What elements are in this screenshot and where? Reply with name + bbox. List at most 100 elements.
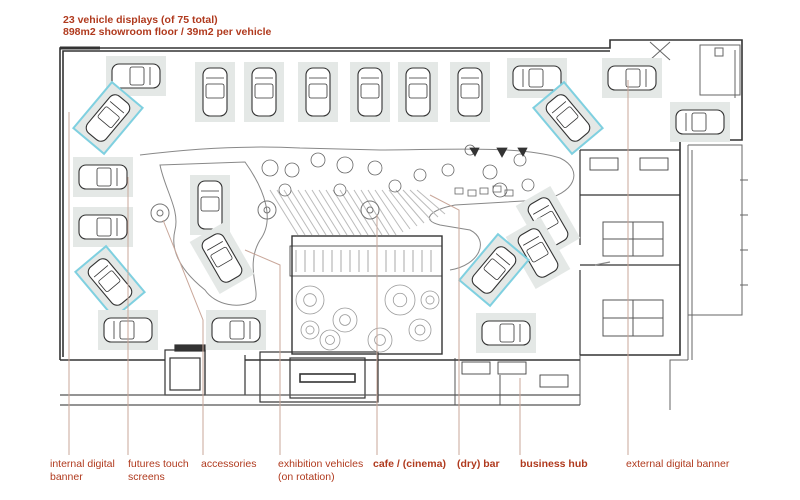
- vehicle-display: [298, 62, 338, 122]
- car-body: [471, 246, 517, 294]
- tree-core: [325, 335, 335, 345]
- hatch-line: [395, 189, 425, 224]
- tree-core: [374, 334, 386, 346]
- vehicle-count-text: 23 vehicle displays (of 75 total): [63, 14, 218, 26]
- seat: [336, 156, 354, 174]
- cafe-table: [517, 147, 528, 157]
- vehicle-display: [106, 56, 166, 96]
- hatch-line: [416, 189, 446, 215]
- summary-header: 23 vehicle displays (of 75 total) 898m2 …: [63, 14, 271, 38]
- vehicle-display: [71, 80, 145, 156]
- tree-core: [305, 325, 315, 335]
- bar-stool: [467, 189, 477, 197]
- tree-core: [392, 292, 408, 308]
- car-cabin: [625, 68, 641, 88]
- tree-core: [425, 295, 435, 305]
- vehicle-display: [244, 62, 284, 122]
- car-cabin: [96, 167, 112, 187]
- car-cabin: [408, 83, 428, 99]
- car-body: [675, 109, 725, 135]
- seat: [388, 179, 402, 193]
- tree: [319, 329, 341, 351]
- leader-line: [162, 219, 204, 455]
- seat: [367, 160, 383, 176]
- vehicle-display: [531, 80, 605, 156]
- tree: [295, 285, 325, 315]
- vehicle-display: [73, 244, 147, 320]
- car-body: [305, 67, 331, 117]
- hatch-line: [332, 189, 362, 236]
- vehicle-display: [515, 186, 581, 258]
- vehicle-display: [350, 62, 390, 122]
- exhibition-platform: [139, 146, 575, 306]
- car-cabin: [360, 83, 380, 99]
- car-body: [357, 67, 383, 117]
- leader-line: [244, 249, 281, 455]
- car-cabin: [200, 196, 220, 212]
- car-cabin: [210, 246, 233, 268]
- hatch-line: [381, 189, 411, 230]
- car-body: [481, 320, 531, 346]
- hatch-line: [367, 189, 397, 236]
- car-windscreen: [523, 236, 539, 246]
- vehicle-display: [507, 58, 567, 98]
- planting: [295, 284, 440, 353]
- seat: [333, 183, 347, 197]
- car-body: [78, 214, 128, 240]
- label-futures-touch-screens: futures touch screens: [128, 458, 189, 483]
- car-cabin: [96, 217, 112, 237]
- tree: [332, 307, 358, 333]
- car-windscreen: [207, 241, 223, 251]
- hatch-line: [276, 189, 306, 236]
- car-windscreen: [533, 205, 549, 215]
- tree: [367, 327, 393, 353]
- car-body: [197, 180, 223, 230]
- vehicle-display: [457, 232, 531, 308]
- bar-stool: [479, 187, 489, 195]
- bar-stool: [504, 189, 514, 197]
- vehicle-display: [73, 207, 133, 247]
- seat: [413, 168, 427, 182]
- car-body: [85, 94, 131, 142]
- hatch-line: [325, 189, 355, 236]
- hatch-line: [283, 189, 313, 236]
- car-windscreen: [495, 253, 511, 266]
- label-exhibition-vehicles: exhibition vehicles (on rotation): [278, 458, 364, 483]
- hatch-line: [402, 189, 432, 221]
- vehicle-display: [190, 175, 230, 235]
- car-body: [87, 258, 133, 306]
- car-cabin: [556, 106, 579, 128]
- car-cabin: [526, 241, 549, 263]
- vehicle-display: [476, 313, 536, 353]
- label-internal-digital-banner: internal digital banner: [50, 458, 115, 483]
- seat: [310, 152, 326, 168]
- floor-area-text: 898m2 showroom floor / 39m2 per vehicle: [63, 26, 272, 38]
- hatch-line: [304, 189, 334, 236]
- bar-stool: [454, 187, 464, 195]
- tree-core: [303, 293, 317, 307]
- leader-line: [429, 194, 460, 455]
- desks: [454, 157, 669, 405]
- hatch-line: [388, 189, 418, 227]
- cinema-atrium: [289, 235, 443, 355]
- hatch-line: [297, 189, 327, 236]
- car-cabin: [254, 83, 274, 99]
- label-accessories: accessories: [201, 458, 257, 470]
- car-cabin: [119, 320, 135, 340]
- right-exterior-lines: [649, 41, 748, 410]
- car-body: [607, 65, 657, 91]
- car-body: [201, 233, 243, 283]
- car-cabin: [98, 270, 121, 292]
- car-cabin: [460, 83, 480, 99]
- seat: [261, 159, 279, 177]
- hatch-line: [290, 189, 320, 236]
- car-cabin: [528, 68, 544, 88]
- hatch-line: [269, 189, 299, 236]
- hatch-line: [339, 189, 369, 236]
- car-body: [251, 67, 277, 117]
- car-cabin: [483, 258, 506, 280]
- hatch-line: [374, 189, 404, 233]
- car-body: [457, 67, 483, 117]
